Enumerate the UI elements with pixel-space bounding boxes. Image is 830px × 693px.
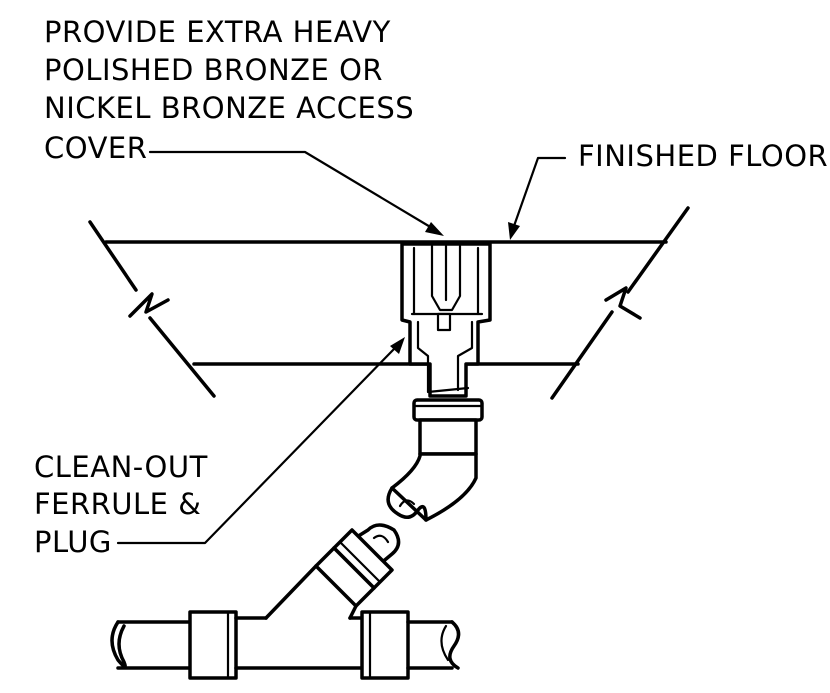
slab-left-edge-lower	[148, 316, 216, 398]
slab-right-break-symbol	[604, 286, 642, 320]
main-left-break-end	[110, 620, 127, 669]
ferrule-leader-line	[116, 347, 396, 545]
slab-left-edge-upper	[88, 220, 138, 292]
upper-coupling-band	[412, 398, 484, 422]
elbow-break-end	[386, 486, 428, 522]
horizontal-main-pipe	[110, 610, 461, 680]
cover-label-line-2: POLISHED BRONZE OR	[44, 53, 383, 87]
vertical-pipe-assembly	[386, 398, 484, 522]
leader-lines	[116, 150, 567, 545]
ferrule-threads	[426, 362, 470, 394]
ferrule-label-line-3: PLUG	[34, 525, 112, 559]
cover-label-line-3: NICKEL BRONZE ACCESS	[44, 91, 414, 125]
ferrule-label-line-2: FERRULE &	[34, 487, 201, 521]
cover-label-line-1: PROVIDE EXTRA HEAVY	[44, 15, 391, 49]
access-cover-plug	[430, 244, 462, 312]
floor-leader-line	[512, 156, 567, 228]
main-left-coupling	[188, 610, 238, 680]
wye-branch-left-wall	[264, 564, 318, 620]
wye-break-detail	[372, 534, 390, 544]
cleanout-body	[400, 242, 492, 398]
cover-label-line-4: COVER	[44, 131, 147, 165]
access-cover-callout-text: PROVIDE EXTRA HEAVY POLISHED BRONZE OR N…	[44, 15, 414, 165]
ferrule-left-wall	[416, 320, 430, 366]
wye-branch-assembly	[264, 523, 401, 620]
ferrule-leader-arrowhead	[390, 337, 405, 354]
slab-right-edge-lower	[550, 310, 614, 400]
ferrule-right-wall	[456, 320, 474, 392]
main-right-break-end	[448, 620, 461, 670]
upper-pipe-stub	[418, 418, 478, 456]
slab-left-break-symbol	[128, 292, 170, 318]
main-right-break-detail	[440, 624, 450, 662]
ferrule-callout-text: CLEAN-OUT FERRULE & PLUG	[34, 450, 208, 559]
elbow-break-detail	[398, 499, 416, 508]
ferrule-label-line-1: CLEAN-OUT	[34, 450, 208, 484]
cover-leader-arrowhead	[425, 222, 444, 236]
plug-nut	[436, 312, 452, 332]
wye-branch-break-end	[350, 523, 401, 566]
finished-floor-label: FINISHED FLOOR	[578, 139, 828, 173]
wye-branch-right-wall	[348, 604, 358, 620]
elbow-fitting	[390, 452, 478, 522]
wye-branch-pipe	[314, 546, 376, 608]
cover-leader-line	[148, 150, 434, 230]
slab-right-edge-upper	[626, 206, 690, 294]
floor-slab	[88, 206, 690, 400]
wye-coupling-rib	[338, 540, 382, 584]
floor-leader-arrowhead	[508, 222, 520, 240]
